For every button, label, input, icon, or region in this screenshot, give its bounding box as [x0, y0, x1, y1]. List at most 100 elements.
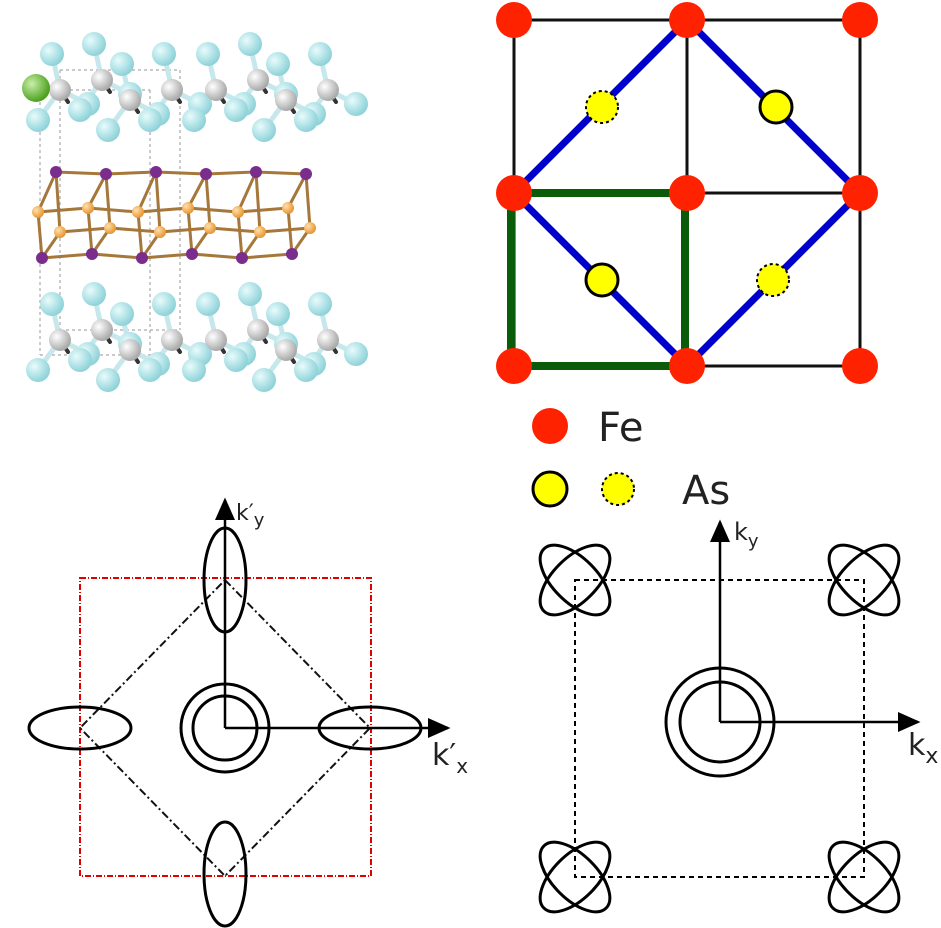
bond — [208, 226, 262, 234]
orange-atom — [154, 226, 166, 238]
electron-pocket-bottom — [202, 820, 248, 928]
electron-pocket-cross — [538, 840, 612, 914]
light-blue-atom — [96, 368, 120, 392]
fe-legend-label: Fe — [598, 405, 643, 451]
light-blue-atom — [252, 368, 276, 392]
bond — [286, 172, 308, 210]
gray-atom — [49, 329, 71, 351]
bond — [254, 170, 308, 176]
gray-atom — [49, 79, 71, 101]
orange-atom — [282, 202, 294, 214]
as-atom-solid — [584, 262, 620, 298]
electron-pocket-top — [202, 526, 248, 634]
crystal-atoms — [22, 32, 368, 392]
light-blue-atom — [138, 108, 162, 132]
ky-label: ky — [734, 518, 759, 552]
fe-atom — [842, 175, 878, 211]
fe-atoms — [496, 2, 878, 384]
light-blue-atom — [182, 108, 206, 132]
gray-atom — [119, 339, 141, 361]
light-blue-atom — [26, 358, 50, 382]
bond — [58, 226, 112, 234]
momentum-space-left-panel: k′x k′y — [27, 497, 468, 928]
bond — [154, 170, 162, 234]
orange-atom — [132, 206, 144, 218]
gray-atom — [161, 329, 183, 351]
bond — [136, 206, 190, 214]
bond — [54, 170, 108, 176]
light-blue-atom — [224, 98, 248, 122]
green-atom — [22, 74, 50, 102]
bond — [104, 172, 112, 230]
hole-pocket-outer — [179, 682, 271, 774]
fe-atom — [496, 175, 532, 211]
gray-atom — [275, 339, 297, 361]
light-blue-atom — [152, 292, 176, 316]
electron-pocket-ellipse — [827, 840, 901, 914]
bond — [36, 206, 90, 214]
light-blue-atom — [344, 342, 368, 366]
hole-pocket-inner — [191, 694, 259, 762]
hole-pocket-outer — [664, 666, 776, 778]
purple-atom — [150, 166, 162, 178]
electron-pocket-ellipse — [538, 840, 612, 914]
fe-atom — [842, 2, 878, 38]
electron-pocket-ellipse — [827, 543, 901, 617]
orange-atom — [204, 222, 216, 234]
as-legend-marker-solid — [531, 470, 569, 508]
light-blue-atom — [138, 358, 162, 382]
light-blue-atom — [308, 42, 332, 66]
light-blue-atom — [238, 32, 262, 56]
electron-pocket-left — [27, 705, 133, 751]
purple-atom — [300, 168, 312, 180]
bond — [40, 252, 94, 260]
light-blue-atom — [196, 42, 220, 66]
light-blue-atom — [40, 42, 64, 66]
light-blue-atom — [294, 108, 318, 132]
electron-pocket-ellipse — [538, 543, 612, 617]
fe-atom — [496, 2, 532, 38]
bond — [86, 172, 108, 210]
bond — [236, 210, 244, 260]
purple-atom — [186, 248, 198, 260]
light-blue-atom — [266, 302, 290, 326]
light-blue-atom — [196, 292, 220, 316]
purple-atom — [136, 252, 148, 264]
ky-prime-label: k′y — [236, 501, 265, 531]
purple-atom — [250, 166, 262, 178]
bond — [104, 170, 158, 176]
bond — [254, 170, 262, 234]
brillouin-zone-small — [78, 578, 372, 878]
momentum-space-right-panel: kx ky — [538, 518, 938, 914]
bond — [158, 226, 212, 234]
gray-atom — [317, 79, 339, 101]
bond — [204, 172, 212, 230]
orange-atom — [304, 222, 316, 234]
light-blue-atom — [96, 118, 120, 142]
gray-atom — [275, 89, 297, 111]
gray-atom — [161, 79, 183, 101]
light-blue-atom — [308, 292, 332, 316]
orange-atom — [182, 202, 194, 214]
purple-atom — [286, 248, 298, 260]
electron-pocket-ellipse — [827, 840, 901, 914]
orange-atom — [232, 206, 244, 218]
bond — [190, 252, 244, 260]
electron-pocket-cross — [538, 543, 612, 617]
bond — [54, 170, 62, 234]
orange-atom — [54, 226, 66, 238]
gray-atom — [205, 79, 227, 101]
gray-atom — [91, 319, 113, 341]
as-atom-dashed — [585, 90, 619, 124]
bond — [304, 172, 312, 230]
bond — [236, 206, 290, 214]
kx-prime-label: k′x — [432, 738, 468, 778]
light-blue-atom — [224, 348, 248, 372]
fe-atom — [842, 348, 878, 384]
purple-atom — [200, 168, 212, 180]
fe-atom — [669, 2, 705, 38]
bond — [186, 206, 240, 214]
light-blue-atom — [40, 292, 64, 316]
bond — [240, 252, 294, 260]
